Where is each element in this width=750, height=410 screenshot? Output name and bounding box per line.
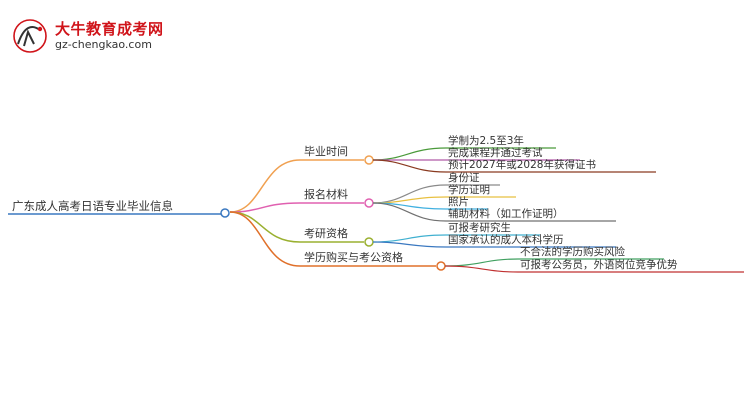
- b2-leaf-3: 照片: [448, 196, 469, 208]
- b1-leaf-2: 完成课程并通过考试: [448, 147, 543, 159]
- logo-url: gz-chengkao.com: [55, 38, 152, 51]
- root-node: [220, 208, 230, 218]
- b4-leaf-2: 可报考公务员，外语岗位竞争优势: [520, 259, 678, 271]
- connector-b2-leaf-2: [372, 196, 447, 204]
- connector-b4-leaf-2: [444, 265, 519, 273]
- b1-leaf-1: 学制为2.5至3年: [448, 135, 524, 147]
- branch-2-label: 报名材料: [304, 188, 348, 201]
- branch-3-node: [364, 237, 374, 247]
- connector-root-branch-2: [229, 202, 301, 213]
- branch-2-node: [364, 198, 374, 208]
- b2-leaf-1: 身份证: [448, 172, 480, 184]
- b3-leaf-2: 国家承认的成人本科学历: [448, 234, 564, 246]
- branch-4-node: [436, 261, 446, 271]
- connector-b2-leaf-4: [372, 202, 447, 222]
- b2-leaf-2: 学历证明: [448, 184, 490, 196]
- mindmap-root: 广东成人高考日语专业毕业信息: [12, 199, 173, 213]
- b3-leaf-1: 可报考研究生: [448, 222, 511, 234]
- connector-b1-leaf-1: [372, 147, 447, 161]
- branch-1-label: 毕业时间: [304, 145, 348, 158]
- connector-root-branch-4: [229, 211, 301, 267]
- logo-title: 大牛教育成考网: [55, 20, 164, 38]
- branch-1-node: [364, 155, 374, 165]
- logo-mark-icon: [10, 18, 50, 54]
- branch-3-label: 考研资格: [304, 227, 348, 240]
- connector-b3-leaf-2: [372, 241, 447, 248]
- site-logo[interactable]: 大牛教育成考网 gz-chengkao.com: [10, 16, 170, 56]
- connector-b3-leaf-1: [372, 234, 447, 243]
- connector-root-branch-3: [229, 211, 301, 243]
- connector-b4-leaf-1: [444, 258, 519, 267]
- b2-leaf-4: 辅助材料（如工作证明）: [448, 208, 564, 220]
- b1-leaf-3: 预计2027年或2028年获得证书: [448, 159, 596, 171]
- b4-leaf-1: 不合法的学历购买风险: [520, 246, 625, 258]
- connector-root-branch-1: [229, 159, 301, 213]
- connector-b1-leaf-3: [372, 159, 447, 173]
- branch-4-label: 学历购买与考公资格: [304, 251, 403, 264]
